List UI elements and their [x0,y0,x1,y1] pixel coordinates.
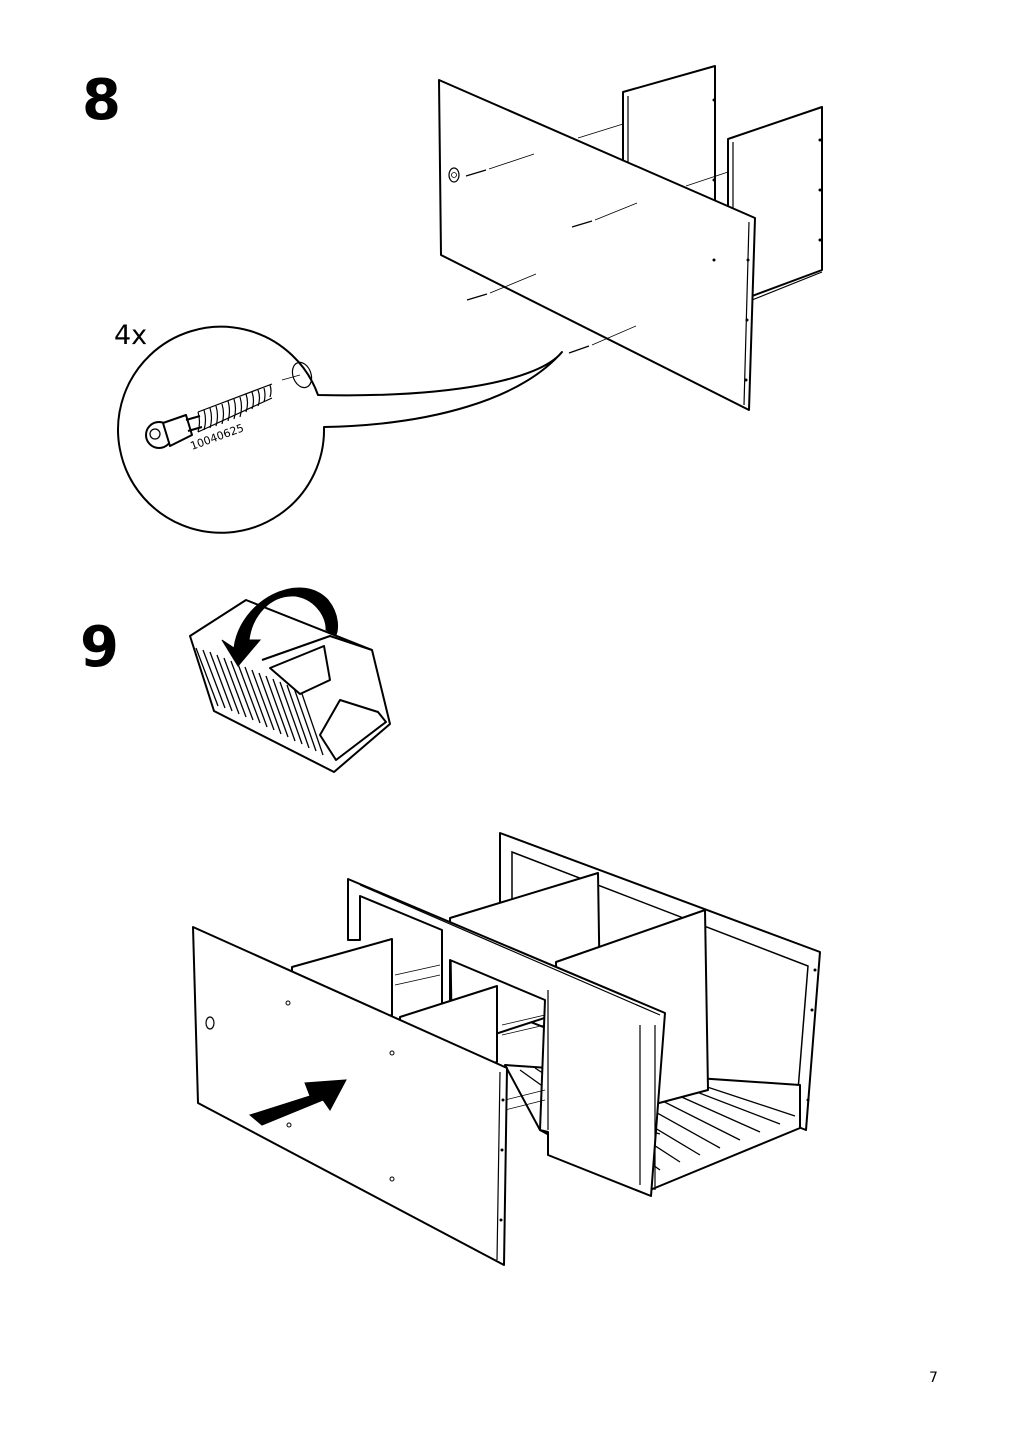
detail-callout [117,325,563,534]
fastener-quantity: 4x [114,320,148,351]
side-panel [438,79,756,411]
cam-screw-icon [466,273,537,301]
push-arrow-icon [248,1079,347,1126]
cam-screw-icon [145,361,313,449]
page-number: 7 [929,1370,938,1386]
side-panel [192,926,508,1266]
cam-screw-icon [465,153,535,177]
rotate-arrow-icon [221,587,339,667]
cam-screw-icon [571,202,638,228]
step9-illustration [192,832,821,1266]
step-number: 9 [80,615,119,680]
step9-rotate-illustration [189,587,391,773]
step-number: 8 [82,68,121,133]
cam-screw-icon [568,325,637,354]
step8-illustration: 10040625 [117,65,823,534]
